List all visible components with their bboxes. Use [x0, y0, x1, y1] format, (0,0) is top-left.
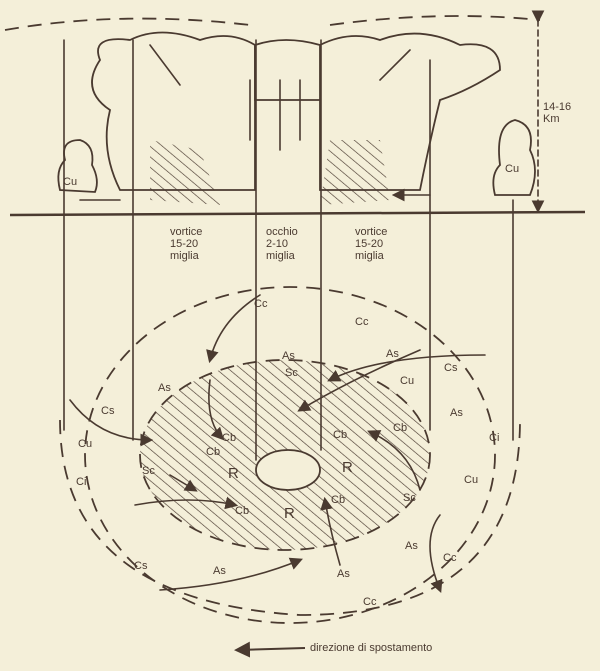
height-value: 14-16	[543, 101, 571, 113]
col-eye-unit: miglia	[266, 250, 296, 262]
plan-label: Cc	[355, 316, 369, 328]
plan-label: As	[337, 568, 350, 580]
plan-label: Cs	[101, 405, 115, 417]
plan-label: Cc	[254, 298, 268, 310]
plan-label: Sc	[285, 367, 298, 379]
rain-boundary	[139, 359, 431, 551]
plan-label: Cb	[222, 432, 236, 444]
height-unit: Km	[543, 113, 560, 125]
plan-label: Cu	[464, 474, 478, 486]
plan-label: Cb	[206, 446, 220, 458]
plan-label: Sc	[403, 492, 416, 504]
plan-label: Cs	[444, 362, 458, 374]
cloud-type-labels: Cc Cc As As Sc Cu Cs As Cs As Ci Cu Cb C…	[76, 298, 499, 608]
col-vortex-right-size: 15-20	[355, 238, 383, 250]
plan-label: R	[342, 459, 353, 476]
plan-label: As	[405, 540, 418, 552]
plan-label: As	[386, 348, 399, 360]
col-vortex-right-unit: miglia	[355, 250, 385, 262]
wind-arrows	[69, 294, 486, 593]
cross-section: Cu Cu 14-16 Km	[4, 10, 586, 217]
plan-label: Sc	[142, 465, 155, 477]
col-vortex-left-unit: miglia	[170, 250, 200, 262]
plan-label: Cc	[363, 596, 377, 608]
plan-label: As	[450, 407, 463, 419]
plan-label: Cb	[235, 505, 249, 517]
plan-label: R	[228, 465, 239, 482]
col-vortex-left-size: 15-20	[170, 238, 198, 250]
plan-label: As	[213, 565, 226, 577]
movement-arrow-icon	[234, 641, 306, 658]
col-vortex-right-name: vortice	[355, 226, 387, 238]
plan-label: As	[158, 382, 171, 394]
outer-boundary	[84, 286, 496, 624]
ground-line	[9, 210, 586, 217]
plan-label: Cb	[333, 429, 347, 441]
rain-shading	[150, 140, 390, 205]
plan-label: Ci	[489, 432, 499, 444]
cloud-label-cu-right: Cu	[505, 163, 519, 175]
cloud-label-cu-left: Cu	[63, 176, 77, 188]
zone-headers: vortice 15-20 miglia occhio 2-10 miglia …	[170, 226, 387, 262]
airflow-arrows	[79, 44, 431, 200]
legend: direzione di spostamento	[234, 641, 432, 658]
col-eye-size: 2-10	[266, 238, 288, 250]
plan-label: Cc	[443, 552, 457, 564]
cirrus-top	[4, 15, 541, 31]
col-eye-name: occhio	[266, 226, 298, 238]
plan-label: As	[282, 350, 295, 362]
eye-top-cloud	[254, 39, 321, 101]
plan-label: Cu	[78, 438, 92, 450]
eye	[255, 449, 321, 491]
plan-label: Cs	[134, 560, 148, 572]
plan-view: Cc Cc As As Sc Cu Cs As Cs As Ci Cu Cb C…	[59, 286, 521, 624]
plan-label: R	[284, 505, 295, 522]
small-cloud-right	[492, 119, 536, 196]
outer-lower-boundary	[59, 419, 521, 616]
legend-label: direzione di spostamento	[310, 642, 432, 654]
plan-label: Cb	[331, 494, 345, 506]
plan-label: Cb	[393, 422, 407, 434]
plan-label: Cu	[400, 375, 414, 387]
small-cloud-left	[57, 139, 98, 193]
plan-label: Ci	[76, 476, 86, 488]
col-vortex-left-name: vortice	[170, 226, 202, 238]
